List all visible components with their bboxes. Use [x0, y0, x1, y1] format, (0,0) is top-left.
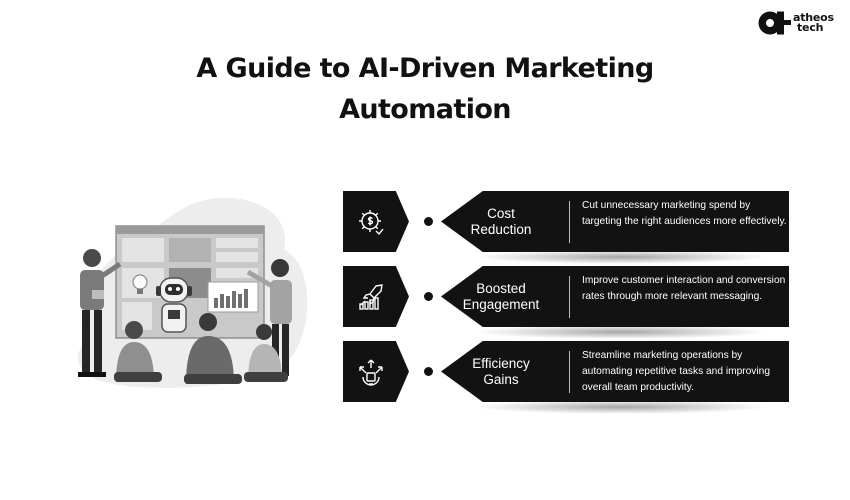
benefit-heading: Efficiency Gains [472, 355, 530, 387]
brand-name: atheos tech [793, 11, 834, 34]
icon-box [343, 191, 409, 252]
rocket-growth-icon [359, 283, 383, 310]
efficiency-arrows-icon [359, 359, 383, 386]
benefit-description: Streamline marketing operations by autom… [582, 350, 771, 393]
brand-logo-mark-icon [758, 11, 791, 35]
benefit-row-cost-reduction: Cost Reduction Cut unnecessary marketing… [343, 191, 789, 264]
divider [569, 201, 570, 243]
page-title-line1: A Guide to AI-Driven Marketing [196, 53, 654, 84]
benefit-heading: Boosted Engagement [462, 280, 540, 312]
benefit-card [441, 341, 789, 402]
benefit-row-efficiency-gains: Efficiency Gains Streamline marketing op… [343, 341, 789, 414]
benefit-heading: Cost Reduction [470, 205, 532, 237]
icon-box [343, 266, 409, 327]
connector-dot [424, 217, 433, 226]
page-title-line2: Automation [339, 94, 511, 125]
divider [569, 276, 570, 318]
benefit-card [441, 266, 789, 327]
page-title: A Guide to AI-Driven Marketing Automatio… [0, 48, 850, 130]
divider [569, 351, 570, 393]
brand-logo: atheos tech [758, 10, 834, 36]
icon-box [343, 341, 409, 402]
benefit-card [441, 191, 789, 252]
benefit-description: Cut unnecessary marketing spend by targe… [582, 200, 787, 227]
connector-dot [424, 292, 433, 301]
benefit-row-boosted-engagement: Boosted Engagement Improve customer inte… [343, 266, 789, 339]
connector-dot [424, 367, 433, 376]
team-robot-illustration [77, 197, 308, 388]
benefit-description: Improve customer interaction and convers… [582, 275, 786, 302]
gear-dollar-icon [359, 209, 384, 235]
